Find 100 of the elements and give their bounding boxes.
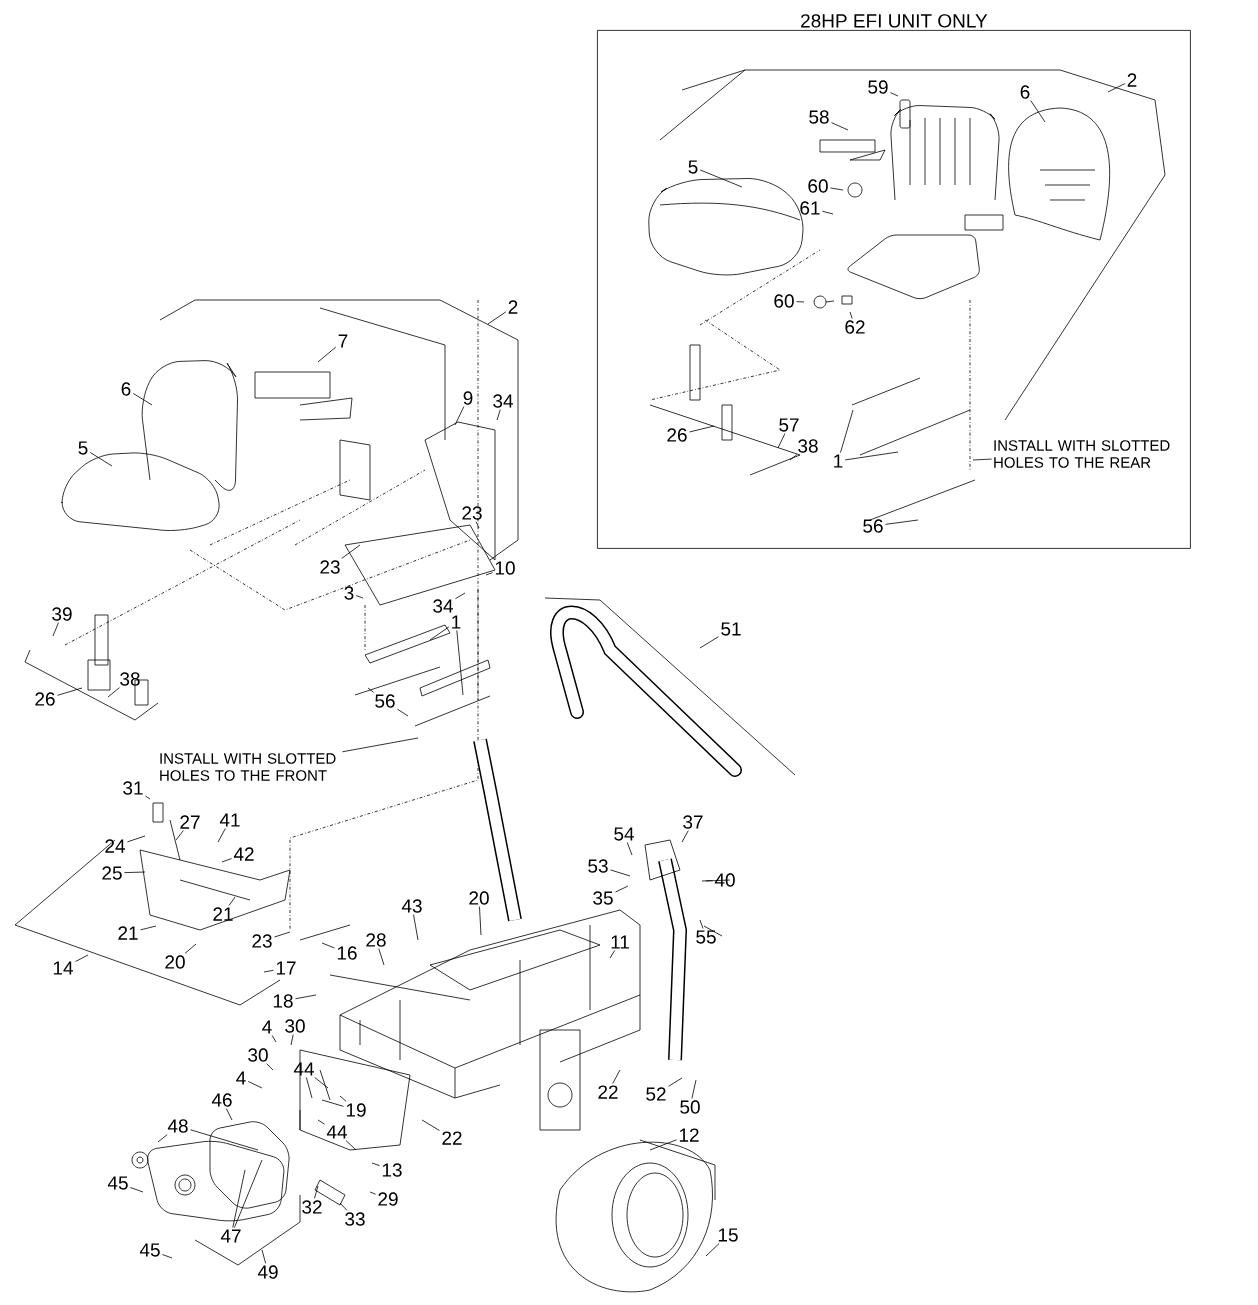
- leader-line: [612, 1069, 621, 1084]
- leader-line: [184, 943, 197, 954]
- leader-line: [127, 835, 146, 843]
- callout-number: 13: [382, 1163, 402, 1177]
- callout-number: 4: [262, 1020, 272, 1034]
- leader-line: [456, 630, 464, 696]
- callout-number: 38: [798, 439, 818, 453]
- leader-line: [397, 708, 409, 717]
- leader-line: [413, 914, 419, 941]
- leader-line: [247, 1081, 263, 1089]
- leader-line: [314, 1185, 319, 1199]
- callout-number: 3: [344, 586, 354, 600]
- leader-line: [225, 1108, 233, 1121]
- callout-number: 12: [679, 1128, 699, 1142]
- leader-line: [317, 346, 337, 363]
- callout-number: 30: [285, 1019, 305, 1033]
- callout-number: 59: [868, 80, 888, 94]
- callout-number: 50: [680, 1100, 700, 1114]
- callout-number: 40: [714, 873, 735, 887]
- leader-line: [890, 92, 899, 97]
- leader-line: [317, 1119, 325, 1125]
- leader-line: [831, 122, 849, 131]
- leader-line: [609, 950, 616, 959]
- callout-number: 28: [366, 933, 386, 947]
- leader-line: [844, 451, 899, 461]
- callout-number: 26: [667, 428, 687, 442]
- callout-number: 47: [220, 1229, 241, 1243]
- callout-number: 18: [273, 994, 293, 1008]
- callout-number: 7: [338, 334, 348, 348]
- callout-number: 45: [107, 1176, 128, 1190]
- callout-number: 15: [718, 1228, 738, 1242]
- leader-line: [345, 1140, 357, 1151]
- callout-number: 46: [211, 1093, 232, 1107]
- leader-line: [479, 906, 482, 936]
- callout-number: 11: [611, 935, 629, 949]
- leader-line: [145, 795, 151, 800]
- callout-number: 34: [493, 394, 513, 408]
- leader-line: [263, 969, 274, 973]
- leader-line: [355, 595, 364, 599]
- callout-number: 2: [1127, 73, 1137, 87]
- leader-line: [305, 1077, 313, 1099]
- callout-number: 21: [213, 907, 233, 921]
- leader-line: [228, 896, 236, 906]
- callout-number: 31: [123, 781, 143, 795]
- leader-line: [610, 869, 631, 877]
- leader-line: [157, 1134, 168, 1143]
- leader-line: [261, 1249, 267, 1264]
- leader-line: [701, 880, 713, 882]
- leader-line: [266, 1063, 274, 1071]
- leader-line: [421, 1119, 440, 1131]
- leader-line: [615, 885, 629, 893]
- leader-line: [454, 406, 465, 426]
- leader-line: [140, 925, 157, 931]
- leader-line: [321, 1099, 344, 1107]
- leader-line: [475, 521, 480, 529]
- callout-number: 39: [52, 607, 72, 621]
- leader-line: [496, 409, 501, 421]
- leader-line: [429, 626, 450, 641]
- leader-line: [175, 830, 184, 841]
- callout-number: 4: [236, 1071, 246, 1085]
- leader-line: [341, 544, 361, 559]
- callout-number: 23: [320, 560, 340, 574]
- leader-line: [649, 1139, 677, 1151]
- note-text: INSTALL WITH SLOTTED HOLES TO THE FRONT: [160, 753, 336, 781]
- leader-line: [190, 1129, 259, 1151]
- leader-line: [89, 452, 113, 467]
- callout-number: 1: [452, 615, 461, 629]
- leader-line: [455, 592, 466, 600]
- leader-line: [777, 433, 786, 449]
- callout-number: 52: [646, 1087, 666, 1101]
- leader-line: [626, 842, 633, 856]
- callout-number: 6: [1020, 85, 1030, 99]
- leader-line: [830, 187, 844, 191]
- leader-line: [124, 871, 146, 874]
- callout-number: 20: [469, 891, 489, 905]
- leader-line: [796, 301, 805, 303]
- callout-number: 53: [588, 859, 608, 873]
- callout-number: 37: [683, 815, 703, 829]
- leader-line: [822, 210, 834, 215]
- callout-number: 23: [252, 934, 272, 948]
- leader-line: [699, 636, 719, 649]
- callout-number: 58: [809, 110, 829, 124]
- leader-line: [314, 1077, 329, 1089]
- leader-line: [57, 687, 83, 696]
- leader-line: [485, 572, 493, 576]
- leader-line: [295, 994, 317, 1000]
- callout-number: 62: [845, 320, 865, 334]
- callout-number: 27: [180, 815, 200, 829]
- leader-line: [885, 519, 919, 525]
- leader-line: [371, 1162, 380, 1167]
- leader-line: [1030, 100, 1046, 123]
- callout-number: 25: [102, 866, 122, 880]
- leader-line: [972, 458, 992, 461]
- callout-number: 5: [78, 441, 88, 455]
- callout-number: 42: [233, 847, 254, 861]
- leader-line: [107, 687, 120, 698]
- leader-line: [217, 828, 226, 843]
- callout-number: 48: [167, 1119, 188, 1133]
- leader-line: [691, 1079, 697, 1099]
- callout-number: 5: [688, 160, 698, 174]
